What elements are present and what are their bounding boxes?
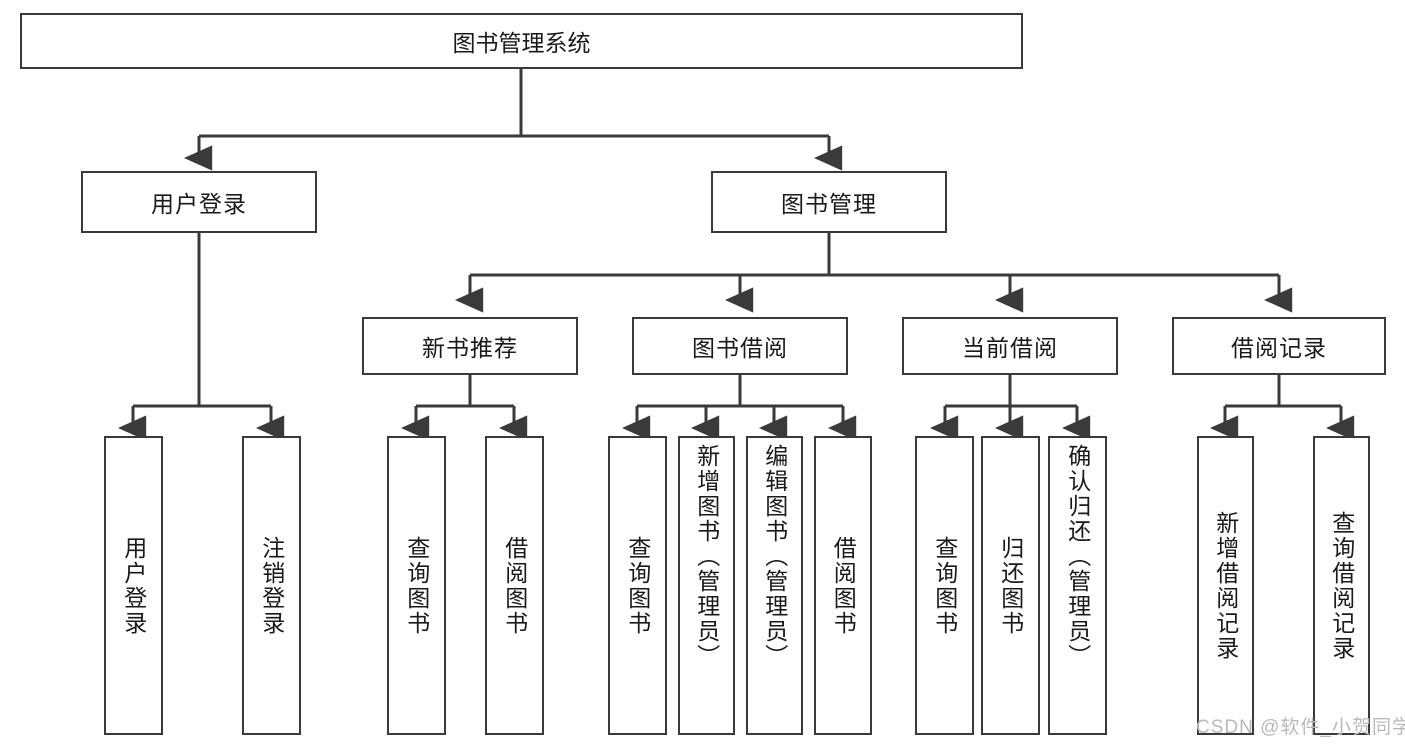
node-leaf-query-book-3-label: 查询图书 xyxy=(931,535,958,636)
node-borrow-record-label: 借阅记录 xyxy=(1231,335,1327,361)
watermark: CSDN @软件_小贺同学 xyxy=(1196,717,1405,738)
node-book-management[interactable]: 图书管理 xyxy=(711,171,947,233)
node-leaf-add-book[interactable]: 新增图书（管理员） xyxy=(678,436,735,735)
node-leaf-query-book-3[interactable]: 查询图书 xyxy=(915,436,974,735)
node-new-book-recommend-label: 新书推荐 xyxy=(422,335,518,361)
node-leaf-logout-login[interactable]: 注销登录 xyxy=(242,436,301,735)
node-leaf-borrow-book-2[interactable]: 借阅图书 xyxy=(814,436,872,735)
node-leaf-query-book-2-label: 查询图书 xyxy=(624,535,651,636)
node-leaf-query-record[interactable]: 查询借阅记录 xyxy=(1313,436,1370,735)
node-leaf-user-login-label: 用户登录 xyxy=(120,535,147,636)
node-root-label: 图书管理系统 xyxy=(452,30,591,56)
node-leaf-query-book-1-label: 查询图书 xyxy=(403,535,430,636)
node-leaf-return-book-label: 归还图书 xyxy=(997,535,1024,636)
node-current-borrow[interactable]: 当前借阅 xyxy=(902,317,1118,375)
node-user-login[interactable]: 用户登录 xyxy=(81,171,317,233)
node-new-book-recommend[interactable]: 新书推荐 xyxy=(362,317,578,375)
node-book-borrow[interactable]: 图书借阅 xyxy=(632,317,848,375)
node-leaf-query-record-label: 查询借阅记录 xyxy=(1328,510,1355,661)
node-root[interactable]: 图书管理系统 xyxy=(20,13,1023,69)
node-borrow-record[interactable]: 借阅记录 xyxy=(1172,317,1386,375)
node-leaf-confirm-return[interactable]: 确认归还（管理员） xyxy=(1048,436,1107,735)
node-leaf-user-login[interactable]: 用户登录 xyxy=(104,436,163,735)
node-leaf-add-book-label: 新增图书（管理员） xyxy=(693,444,720,669)
node-leaf-confirm-return-label: 确认归还（管理员） xyxy=(1064,444,1091,669)
node-user-login-label: 用户登录 xyxy=(151,191,247,217)
node-current-borrow-label: 当前借阅 xyxy=(962,335,1058,361)
node-leaf-logout-login-label: 注销登录 xyxy=(258,535,285,636)
node-leaf-add-record[interactable]: 新增借阅记录 xyxy=(1197,436,1254,735)
node-leaf-borrow-book-2-label: 借阅图书 xyxy=(830,535,857,636)
node-leaf-borrow-book-1[interactable]: 借阅图书 xyxy=(485,436,544,735)
node-leaf-return-book[interactable]: 归还图书 xyxy=(981,436,1040,735)
node-leaf-borrow-book-1-label: 借阅图书 xyxy=(501,535,528,636)
node-leaf-query-book-2[interactable]: 查询图书 xyxy=(608,436,667,735)
node-leaf-query-book-1[interactable]: 查询图书 xyxy=(387,436,446,735)
node-leaf-edit-book-label: 编辑图书（管理员） xyxy=(761,444,788,669)
node-book-borrow-label: 图书借阅 xyxy=(692,335,788,361)
node-leaf-add-record-label: 新增借阅记录 xyxy=(1212,510,1239,661)
node-book-management-label: 图书管理 xyxy=(781,191,877,217)
node-leaf-edit-book[interactable]: 编辑图书（管理员） xyxy=(746,436,803,735)
